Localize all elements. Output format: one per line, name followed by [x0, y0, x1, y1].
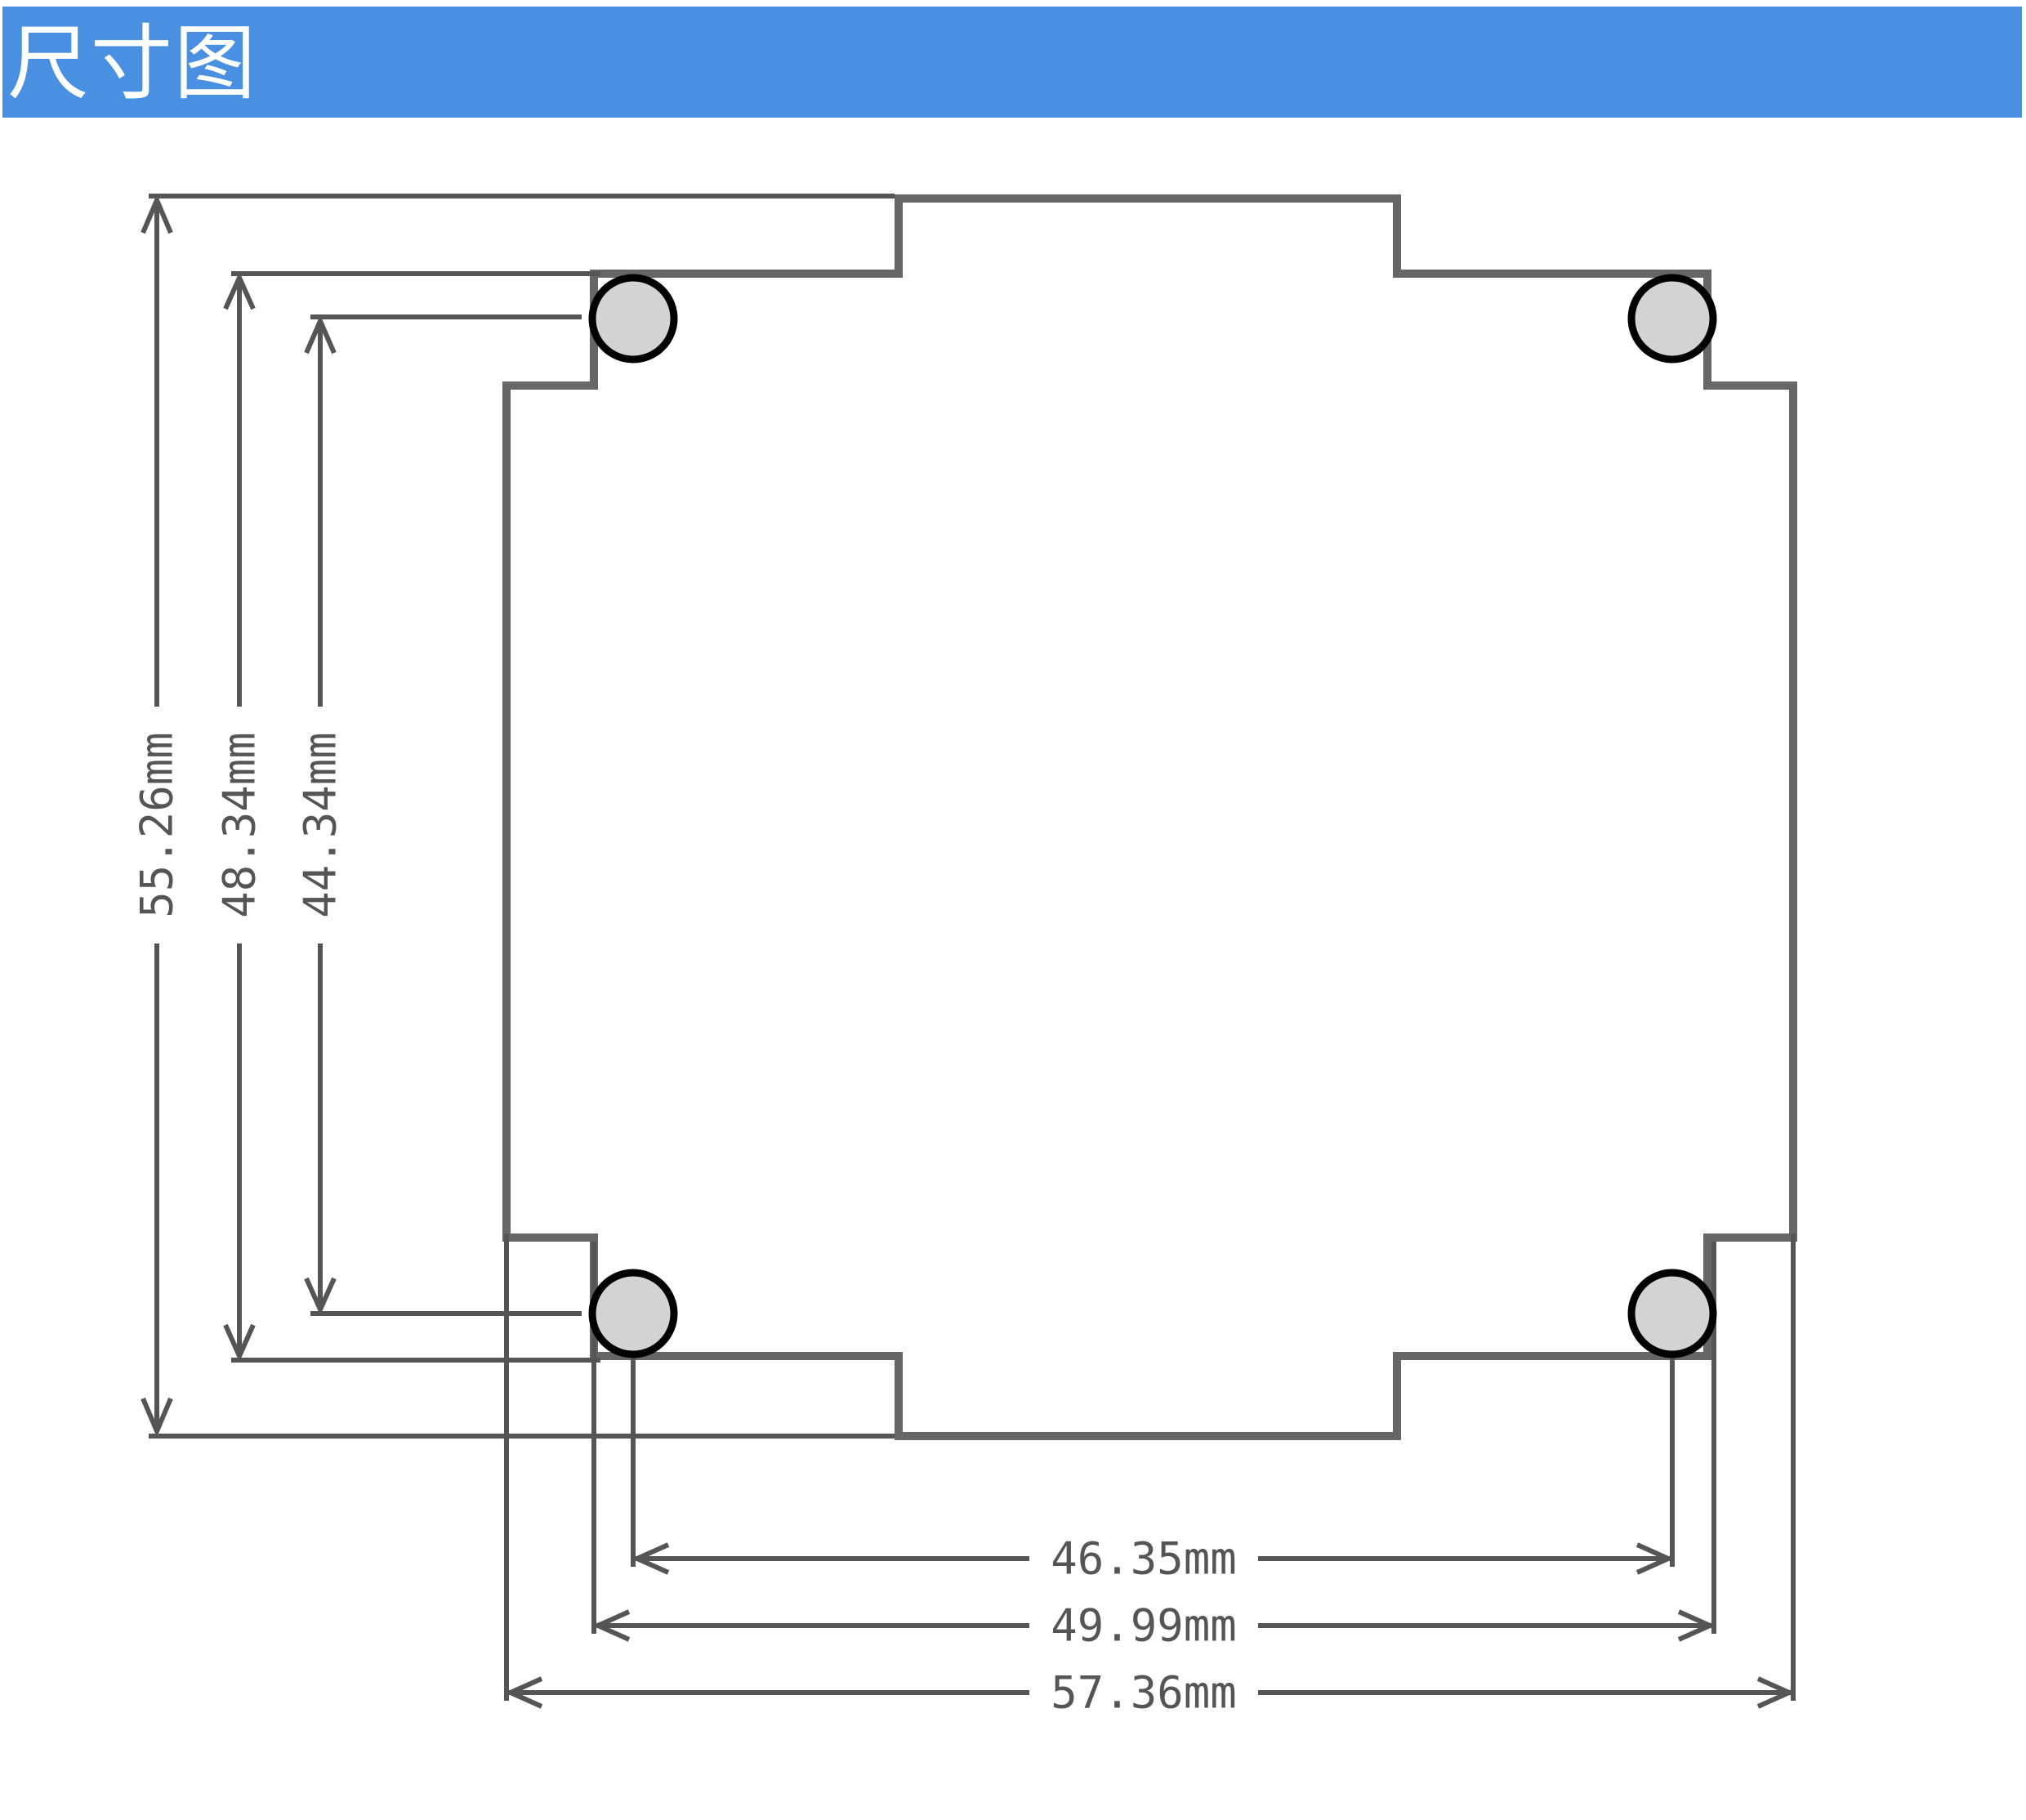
- vertical-dimension-44-34: 44.34mm: [295, 314, 582, 1316]
- label-48-34mm: 48.34mm: [214, 732, 266, 918]
- label-46-35mm: 46.35mm: [1051, 1533, 1237, 1585]
- label-55-26mm: 55.26mm: [132, 732, 183, 918]
- mounting-hole-top-right: [1627, 274, 1717, 364]
- label-49-99mm: 49.99mm: [1051, 1600, 1237, 1652]
- mounting-hole-bottom-left: [588, 1269, 678, 1358]
- vertical-dimension-55-26: 55.26mm: [132, 194, 895, 1439]
- label-57-36mm: 57.36mm: [1051, 1667, 1237, 1719]
- vertical-dimension-48-34: 48.34mm: [214, 271, 600, 1363]
- page-title: 尺寸图: [7, 16, 257, 111]
- board-outline: [502, 194, 1797, 1440]
- horizontal-dimension-57-36: 57.36mm: [504, 1233, 1796, 1719]
- mounting-hole-top-left: [588, 274, 678, 364]
- mounting-hole-bottom-right: [1627, 1269, 1717, 1358]
- title-bar: 尺寸图: [2, 7, 2022, 118]
- label-44-34mm: 44.34mm: [295, 732, 346, 918]
- horizontal-dimension-49-99: 49.99mm: [591, 1242, 1716, 1652]
- horizontal-dimension-46-35: 46.35mm: [631, 1340, 1675, 1585]
